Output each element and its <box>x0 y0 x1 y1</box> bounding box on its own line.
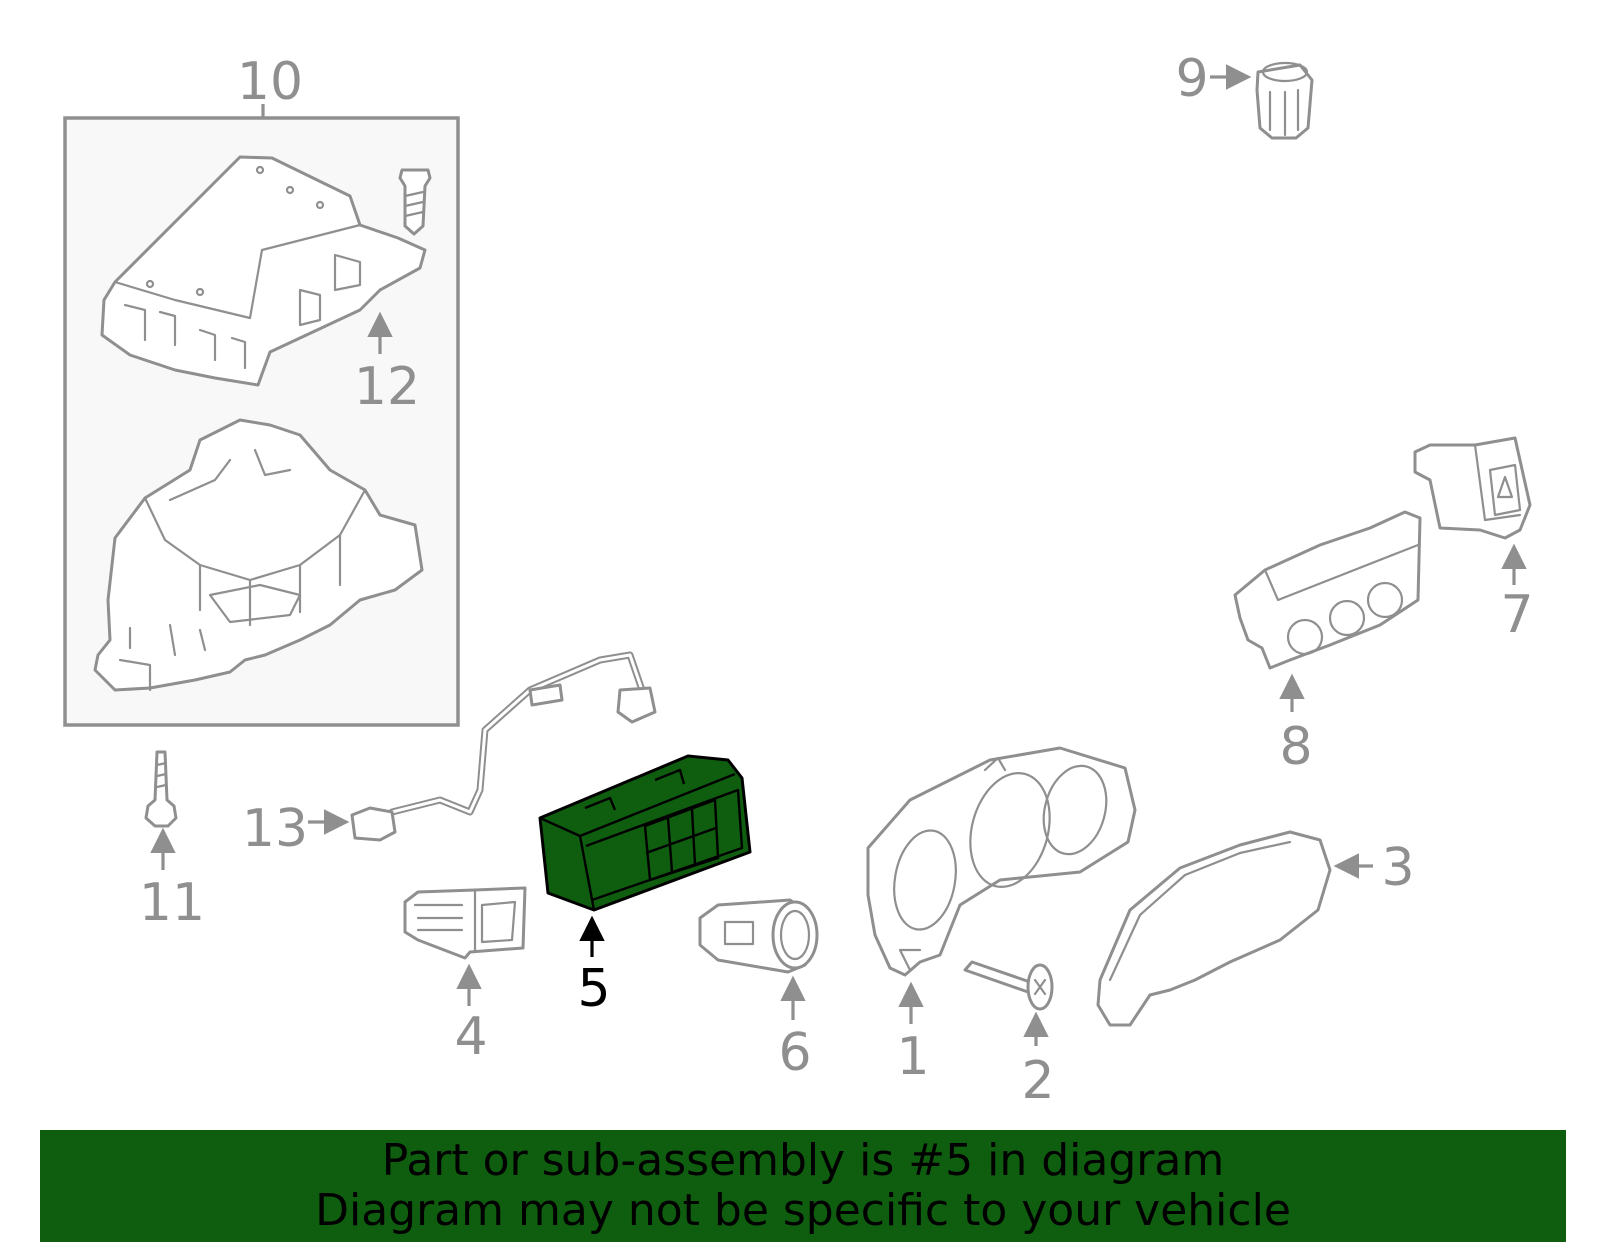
callout-2: 2 <box>1021 1051 1054 1111</box>
callout-arrows <box>150 64 1527 1046</box>
callout-10: 10 <box>237 52 303 112</box>
part-1-cluster-housing[interactable] <box>866 746 1137 977</box>
part-2-screw[interactable] <box>963 960 1054 1011</box>
callout-1: 1 <box>896 1027 929 1087</box>
part-3-lens-cover[interactable] <box>1096 830 1332 1027</box>
part-11-bolt[interactable] <box>144 750 178 828</box>
part-5-switch-panel[interactable] <box>538 754 752 912</box>
part-10-housing[interactable] <box>93 418 424 692</box>
part-12-module-cover[interactable] <box>100 155 427 387</box>
callout-11: 11 <box>139 873 205 933</box>
callout-6: 6 <box>778 1023 811 1083</box>
part-13-harness[interactable] <box>350 651 657 842</box>
callout-12: 12 <box>354 357 420 417</box>
callout-9: 9 <box>1175 49 1208 109</box>
part-7-hazard-switch[interactable] <box>1413 436 1532 540</box>
part-8-climate-control[interactable] <box>1233 510 1422 670</box>
part-4-switch[interactable] <box>403 886 527 960</box>
callout-8: 8 <box>1279 717 1312 777</box>
callout-3: 3 <box>1381 838 1414 898</box>
callout-labels: 10 12 11 13 4 5 6 1 2 3 8 7 9 <box>139 49 1534 1111</box>
callout-13: 13 <box>242 799 308 859</box>
banner-line-2: Diagram may not be specific to your vehi… <box>315 1185 1291 1236</box>
part-9-knob[interactable] <box>1255 61 1314 140</box>
callout-5: 5 <box>577 959 610 1019</box>
part-12-screw[interactable] <box>398 168 432 236</box>
banner-line-1: Part or sub-assembly is #5 in diagram <box>381 1135 1225 1186</box>
part-6-round-switch[interactable] <box>698 898 819 974</box>
info-banner: Part or sub-assembly is #5 in diagram Di… <box>40 1130 1566 1242</box>
callout-4: 4 <box>454 1007 487 1067</box>
callout-7: 7 <box>1500 585 1533 645</box>
